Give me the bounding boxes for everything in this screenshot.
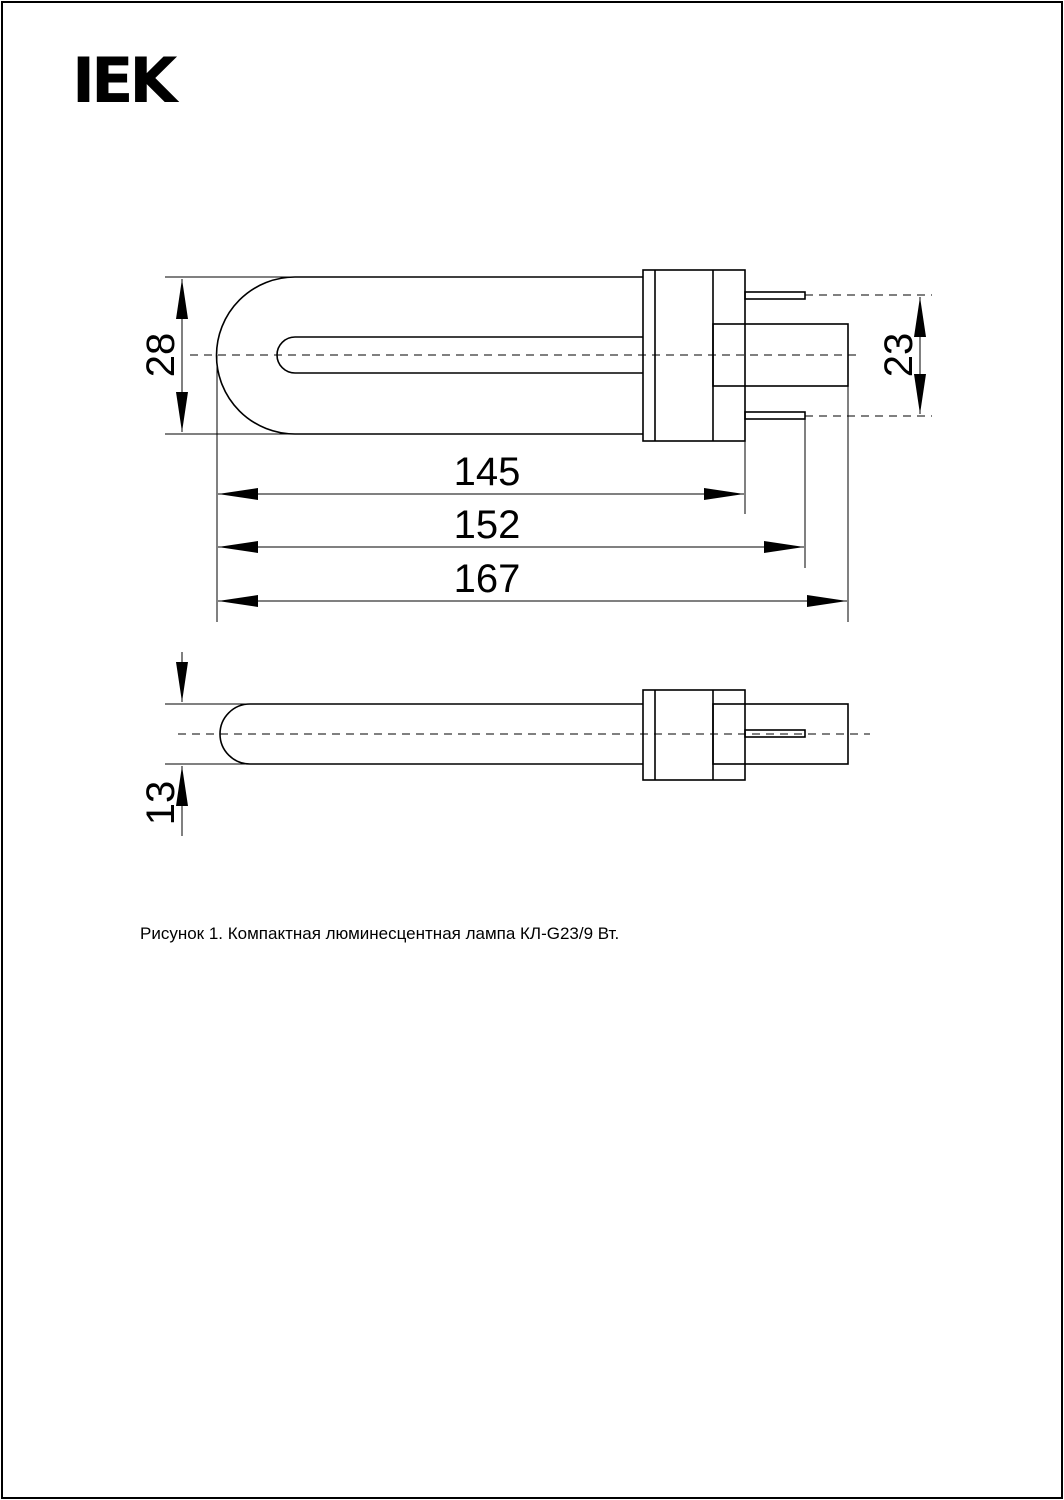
dimension-152: 152: [218, 503, 804, 553]
iek-logo: IEK: [72, 44, 177, 117]
dimension-23-label: 23: [877, 333, 921, 378]
dimension-28: 28: [139, 279, 188, 432]
center-lines: [190, 294, 932, 417]
dimension-13-label: 13: [139, 781, 183, 826]
dimension-152-label: 152: [454, 503, 521, 547]
dimension-23: 23: [877, 297, 926, 414]
figure-caption: Рисунок 1. Компактная люминесцентная лам…: [140, 924, 620, 943]
dimension-145-label: 145: [454, 450, 521, 494]
lamp-side-view: [219, 689, 849, 781]
dimension-13: 13: [139, 652, 188, 836]
extension-lines: [165, 276, 849, 622]
pin-top: [744, 291, 806, 300]
dimension-145: 145: [218, 450, 744, 500]
pin-bottom: [744, 411, 806, 420]
dimension-167-label: 167: [454, 557, 521, 601]
dimension-167: 167: [218, 557, 847, 607]
dimension-28-label: 28: [139, 333, 183, 378]
